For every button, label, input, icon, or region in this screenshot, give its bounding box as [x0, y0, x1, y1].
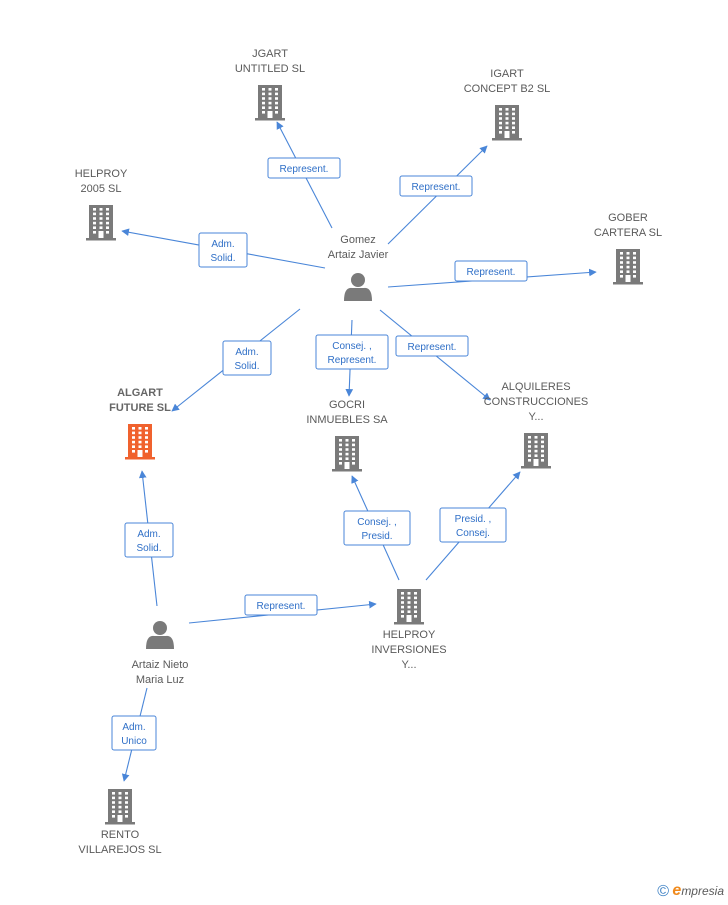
- node-helproyinv[interactable]: HELPROY INVERSIONES Y...: [371, 589, 447, 671]
- person-icon: [344, 273, 372, 301]
- brand-logo: © empresia: [657, 882, 724, 901]
- node-label: HELPROY: [75, 168, 128, 180]
- edge-label-text: Adm.: [211, 239, 234, 250]
- edge-label-text: Adm.: [122, 722, 145, 733]
- node-label: Artaiz Nieto: [132, 659, 189, 671]
- edge-label-text: Consej. ,: [332, 341, 371, 352]
- node-label: Y...: [401, 659, 416, 671]
- copyright-icon: ©: [657, 883, 670, 900]
- node-label: ALGART: [117, 387, 163, 399]
- building-icon: [394, 589, 424, 625]
- building-icon: [492, 105, 522, 141]
- node-label: INVERSIONES: [371, 644, 446, 656]
- edge-label-text: Represent.: [408, 342, 457, 353]
- edge-label-artaiz-helproyinv[interactable]: Represent.: [244, 594, 318, 616]
- brand-rest: mpresia: [681, 884, 724, 898]
- node-label: HELPROY: [383, 629, 436, 641]
- node-label: Maria Luz: [136, 674, 184, 686]
- edge-label-text: Adm.: [235, 347, 258, 358]
- node-label: INMUEBLES SA: [306, 414, 388, 426]
- brand-e: e: [672, 882, 682, 899]
- edge-label-text: Solid.: [136, 543, 161, 554]
- edge-label-gomez-gocri[interactable]: Consej. , Represent.: [315, 334, 389, 370]
- edge-label-gomez-algart[interactable]: Adm. Solid.: [222, 340, 272, 376]
- node-label: GOCRI: [329, 399, 365, 411]
- edge-label-text: Solid.: [210, 253, 235, 264]
- edge-label-gomez-gober[interactable]: Represent.: [454, 260, 528, 282]
- edge-label-text: Represent.: [412, 182, 461, 193]
- node-igart[interactable]: IGART CONCEPT B2 SL: [464, 68, 551, 141]
- edge-labels-layer: Represent. Represent. Adm. Solid. Represent.…: [111, 157, 528, 751]
- edge-label-gomez-igart[interactable]: Represent.: [399, 175, 473, 197]
- node-label: VILLAREJOS SL: [78, 844, 161, 856]
- node-label: Y...: [528, 411, 543, 423]
- node-label: JGART: [252, 48, 288, 60]
- building-icon: [332, 436, 362, 472]
- edge-label-text: Presid.: [361, 531, 392, 542]
- node-label: RENTO: [101, 829, 140, 841]
- node-label: FUTURE SL: [109, 402, 171, 414]
- edge-label-helproyinv-gocri[interactable]: Consej. , Presid.: [343, 510, 411, 546]
- node-label: GOBER: [608, 212, 648, 224]
- node-label: Artaiz Javier: [328, 249, 389, 261]
- edge-label-text: Represent.: [328, 355, 377, 366]
- building-icon: [105, 789, 135, 825]
- edge-label-gomez-jgart[interactable]: Represent.: [267, 157, 341, 179]
- edge-label-helproyinv-alquileres[interactable]: Presid. , Consej.: [439, 507, 507, 543]
- building-icon: [613, 249, 643, 285]
- node-jgart[interactable]: JGART UNTITLED SL: [235, 48, 305, 121]
- node-helproy2005[interactable]: HELPROY 2005 SL: [75, 168, 128, 241]
- node-label: IGART: [490, 68, 524, 80]
- node-rento[interactable]: RENTO VILLAREJOS SL: [78, 789, 162, 856]
- edge-label-text: Adm.: [137, 529, 160, 540]
- edge-label-artaiz-rento[interactable]: Adm. Unico: [111, 715, 157, 751]
- building-icon: [86, 205, 116, 241]
- node-gober[interactable]: GOBER CARTERA SL: [594, 212, 662, 285]
- node-label: UNTITLED SL: [235, 63, 305, 75]
- edge-label-gomez-alquileres[interactable]: Represent.: [395, 335, 469, 357]
- edge-label-text: Consej.: [456, 528, 490, 539]
- nodes-layer: JGART UNTITLED SL IGART CONCEPT B2 SL HELPRO…: [75, 48, 662, 856]
- edge-label-text: Represent.: [257, 601, 306, 612]
- edge-label-text: Solid.: [234, 361, 259, 372]
- node-label: Gomez: [340, 234, 375, 246]
- edge-label-artaiz-algart[interactable]: Adm. Solid.: [124, 522, 174, 558]
- edge-label-text: Consej. ,: [357, 517, 396, 528]
- building-icon: [521, 433, 551, 469]
- node-label: 2005 SL: [81, 183, 122, 195]
- node-gocri[interactable]: GOCRI INMUEBLES SA: [306, 399, 388, 472]
- edge-label-text: Unico: [121, 736, 147, 747]
- node-alquileres[interactable]: ALQUILERES CONSTRUCCIONES Y...: [484, 381, 589, 469]
- node-label: ALQUILERES: [501, 381, 570, 393]
- building-icon: [125, 424, 155, 460]
- building-icon: [255, 85, 285, 121]
- edge-label-text: Represent.: [467, 267, 516, 278]
- node-label: CONCEPT B2 SL: [464, 83, 551, 95]
- node-algart[interactable]: ALGART FUTURE SL: [109, 387, 171, 460]
- edge-label-gomez-helproy2005[interactable]: Adm. Solid.: [198, 232, 248, 268]
- node-label: CONSTRUCCIONES: [484, 396, 589, 408]
- node-label: CARTERA SL: [594, 227, 662, 239]
- edge-label-text: Presid. ,: [455, 514, 492, 525]
- person-icon: [146, 621, 174, 649]
- edge-label-text: Represent.: [280, 164, 329, 175]
